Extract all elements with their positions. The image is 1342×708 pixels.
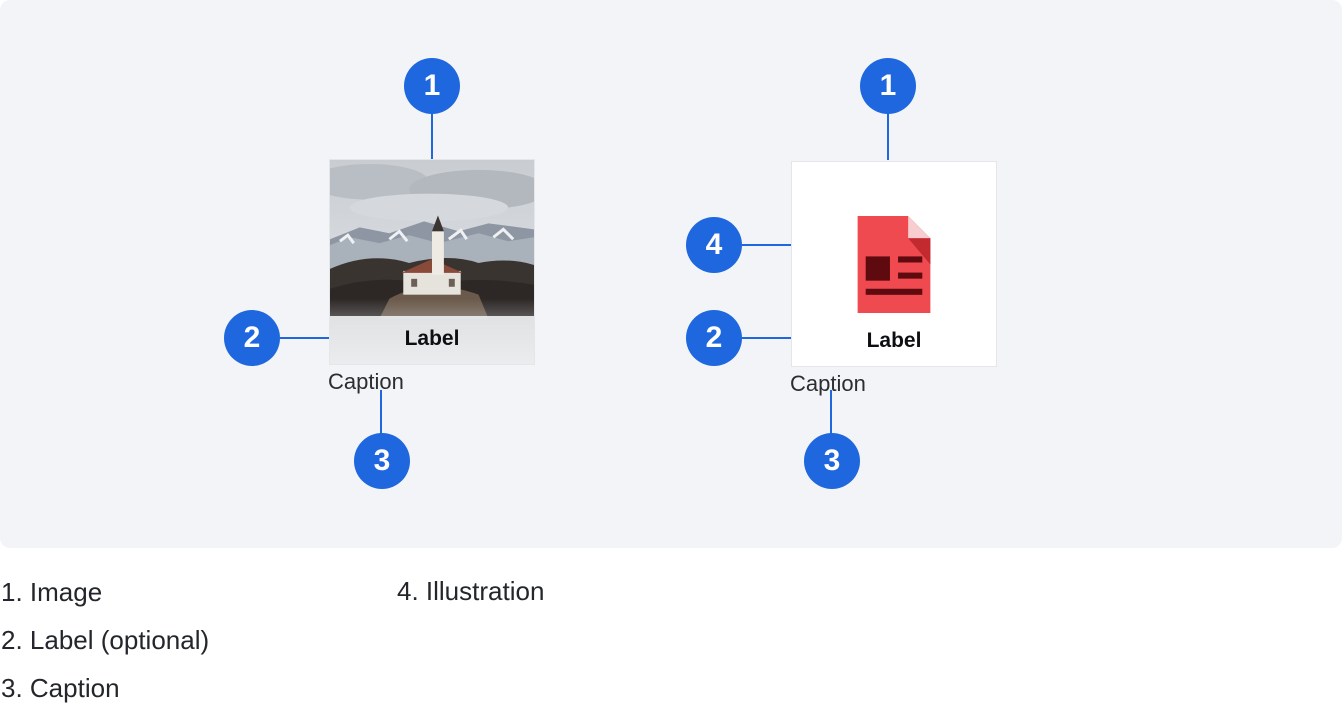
- callout-badge-caption: 3: [804, 433, 860, 489]
- label-overlay: [330, 316, 534, 364]
- callout-badge-image: 1: [404, 58, 460, 114]
- document-illustration-icon: [857, 216, 931, 313]
- card-label: Label: [404, 327, 460, 350]
- legend-item-label: 2. Label (optional): [1, 625, 210, 655]
- card-caption: Caption: [790, 371, 866, 396]
- diagram-panel: [0, 0, 1342, 548]
- card-caption: Caption: [328, 369, 404, 394]
- callout-badge-label: 2: [224, 310, 280, 366]
- image-card[interactable]: Label: [329, 159, 535, 365]
- callout-badge-image: 1: [860, 58, 916, 114]
- callout-badge-label: 2: [686, 310, 742, 366]
- card-label: Label: [866, 329, 922, 352]
- callout-badge-caption: 3: [354, 433, 410, 489]
- legend-item-image: 1. Image: [1, 577, 103, 607]
- legend-item-illustration: 4. Illustration: [397, 576, 545, 606]
- illustration-card[interactable]: Label: [791, 161, 997, 367]
- legend-item-caption: 3. Caption: [1, 673, 120, 703]
- callout-badge-illustration: 4: [686, 217, 742, 273]
- connector-lines: [280, 112, 889, 434]
